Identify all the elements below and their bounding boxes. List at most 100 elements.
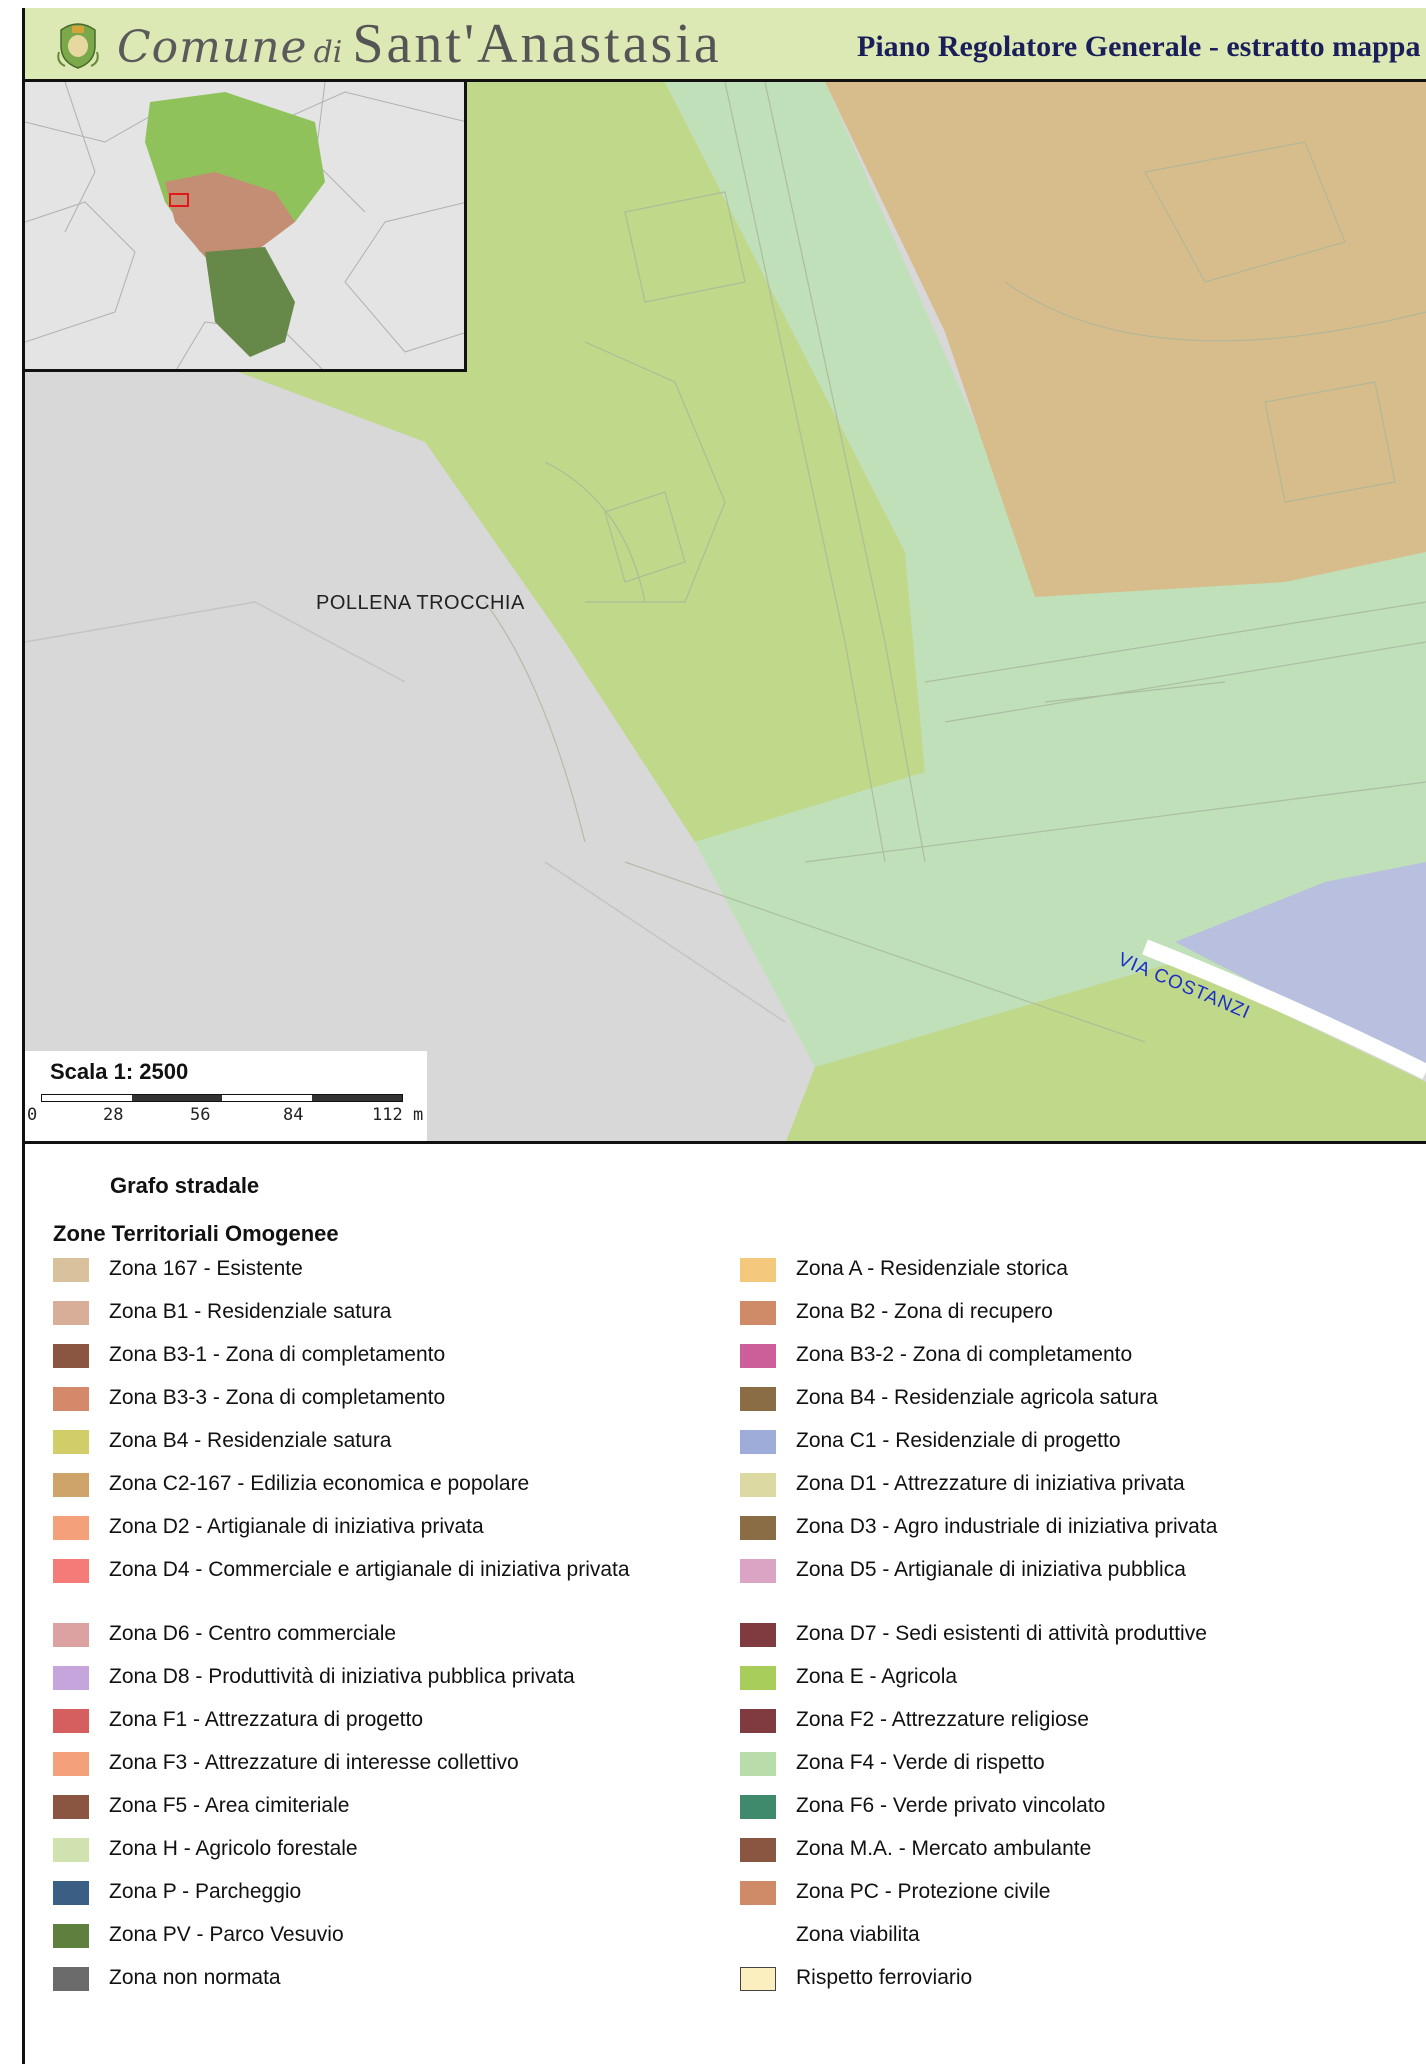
overview-inset-map[interactable] xyxy=(25,82,467,372)
page-frame xyxy=(22,8,1424,2064)
legend-item: Zona H - Agricolo forestale xyxy=(53,1833,713,1876)
legend-item: Zona B3-2 - Zona di completamento xyxy=(740,1339,1400,1382)
legend-item: Zona D5 - Artigianale di iniziativa pubb… xyxy=(740,1554,1400,1618)
legend-swatch xyxy=(53,1430,89,1454)
legend-item: Zona non normata xyxy=(53,1962,713,2005)
legend-swatch xyxy=(53,1967,89,1991)
legend-item: Zona D6 - Centro commerciale xyxy=(53,1618,713,1661)
legend-item: Zona F2 - Attrezzature religiose xyxy=(740,1704,1400,1747)
legend-item: Zona F5 - Area cimiteriale xyxy=(53,1790,713,1833)
scale-tick: 56 xyxy=(190,1105,211,1125)
legend-swatch xyxy=(53,1838,89,1862)
legend-label: Zona F3 - Attrezzature di interesse coll… xyxy=(109,1751,519,1774)
legend-label: Zona F2 - Attrezzature religiose xyxy=(796,1708,1089,1731)
legend-label: Zona F5 - Area cimiteriale xyxy=(109,1794,350,1817)
legend-swatch xyxy=(740,1301,776,1325)
scale-title: Scala 1: 2500 xyxy=(50,1059,189,1084)
legend-swatch xyxy=(53,1258,89,1282)
legend-item: Zona B3-1 - Zona di completamento xyxy=(53,1339,713,1382)
plan-title: Piano Regolatore Generale - estratto map… xyxy=(857,30,1421,63)
legend-label: Zona 167 - Esistente xyxy=(109,1257,303,1280)
legend-label: Zona D6 - Centro commerciale xyxy=(109,1622,397,1645)
legend-zone-title: Zone Territoriali Omogenee xyxy=(53,1221,339,1246)
legend-label: Zona B3-1 - Zona di completamento xyxy=(109,1343,446,1366)
inset-current-extent xyxy=(169,193,189,207)
legend-item: Zona F6 - Verde privato vincolato xyxy=(740,1790,1400,1833)
place-label: POLLENA TROCCHIA xyxy=(316,592,525,614)
legend-label: Zona H - Agricolo forestale xyxy=(109,1837,358,1860)
legend-grafo-title: Grafo stradale xyxy=(110,1173,260,1198)
legend-item: Zona B1 - Residenziale satura xyxy=(53,1296,713,1339)
scale-tick: 28 xyxy=(103,1105,124,1125)
legend-swatch xyxy=(740,1623,776,1647)
legend-item: Zona C2-167 - Edilizia economica e popol… xyxy=(53,1468,713,1511)
legend-label: Zona D4 - Commerciale e artigianale di i… xyxy=(109,1558,630,1581)
legend-label: Zona A - Residenziale storica xyxy=(796,1257,1068,1280)
legend-swatch xyxy=(740,1344,776,1368)
legend-swatch xyxy=(740,1838,776,1862)
legend-label: Zona D2 - Artigianale di iniziativa priv… xyxy=(109,1515,484,1538)
legend-swatch xyxy=(53,1924,89,1948)
town-name: Sant'Anastasia xyxy=(352,13,722,75)
parcel-lines xyxy=(484,82,1426,1043)
legend-swatch xyxy=(740,1516,776,1540)
legend-label: Zona E - Agricola xyxy=(796,1665,958,1688)
legend-label: Zona B1 - Residenziale satura xyxy=(109,1300,392,1323)
legend-swatch xyxy=(740,1967,776,1991)
legend-swatch xyxy=(53,1473,89,1497)
legend-swatch xyxy=(740,1924,776,1948)
legend-label: Zona P - Parcheggio xyxy=(109,1880,302,1903)
legend-item: Zona B4 - Residenziale satura xyxy=(53,1425,713,1468)
legend-swatch xyxy=(740,1258,776,1282)
legend-swatch xyxy=(740,1666,776,1690)
legend-swatch xyxy=(53,1795,89,1819)
legend-item: Zona A - Residenziale storica xyxy=(740,1253,1400,1296)
legend-item: Zona PC - Protezione civile xyxy=(740,1876,1400,1919)
legend-item: Zona D1 - Attrezzature di iniziativa pri… xyxy=(740,1468,1400,1511)
legend-item: Zona E - Agricola xyxy=(740,1661,1400,1704)
di-word: di xyxy=(313,35,343,70)
scale-bar xyxy=(41,1094,403,1102)
legend-item: Zona F3 - Attrezzature di interesse coll… xyxy=(53,1747,713,1790)
legend-label: Zona B4 - Residenziale agricola satura xyxy=(796,1386,1158,1409)
inset-municipality-south xyxy=(205,247,295,357)
legend-item: Zona D7 - Sedi esistenti di attività pro… xyxy=(740,1618,1400,1661)
legend-label: Zona F1 - Attrezzatura di progetto xyxy=(109,1708,423,1731)
legend-label: Zona B3-3 - Zona di completamento xyxy=(109,1386,446,1409)
legend-item: Zona P - Parcheggio xyxy=(53,1876,713,1919)
legend-item: Zona viabilita xyxy=(740,1919,1400,1962)
legend-item: Zona 167 - Esistente xyxy=(53,1253,713,1296)
legend-swatch xyxy=(740,1795,776,1819)
legend-swatch xyxy=(53,1709,89,1733)
comune-word: Comune xyxy=(117,22,308,73)
overview-inset-canvas xyxy=(25,82,464,369)
legend-item: Rispetto ferroviario xyxy=(740,1962,1400,2005)
legend: Grafo stradale Zone Territoriali Omogene… xyxy=(25,1147,1426,2064)
legend-swatch xyxy=(740,1881,776,1905)
legend-label: Zona D7 - Sedi esistenti di attività pro… xyxy=(796,1622,1207,1645)
zone-c1-blue xyxy=(1175,862,1426,1072)
legend-label: Zona B2 - Zona di recupero xyxy=(796,1300,1053,1323)
legend-label: Rispetto ferroviario xyxy=(796,1966,973,1989)
legend-item: Zona D4 - Commerciale e artigianale di i… xyxy=(53,1554,713,1618)
legend-item: Zona D3 - Agro industriale di iniziativa… xyxy=(740,1511,1400,1554)
legend-swatch xyxy=(53,1516,89,1540)
legend-swatch xyxy=(740,1709,776,1733)
legend-item: Zona C1 - Residenziale di progetto xyxy=(740,1425,1400,1468)
legend-item: Zona B4 - Residenziale agricola satura xyxy=(740,1382,1400,1425)
legend-label: Zona F4 - Verde di rispetto xyxy=(796,1751,1045,1774)
legend-swatch xyxy=(740,1473,776,1497)
legend-swatch xyxy=(740,1752,776,1776)
map-view[interactable]: POLLENA TROCCHIA VIA COSTANZI Scala 1: 2… xyxy=(25,82,1426,1144)
legend-swatch xyxy=(53,1666,89,1690)
scale-tick: 112 m xyxy=(372,1105,424,1125)
legend-item: Zona D8 - Produttività di iniziativa pub… xyxy=(53,1661,713,1704)
legend-swatch xyxy=(53,1559,89,1583)
legend-item: Zona PV - Parco Vesuvio xyxy=(53,1919,713,1962)
legend-swatch xyxy=(53,1301,89,1325)
inset-urban-area xyxy=(165,172,295,257)
zone-b4-brown xyxy=(825,82,1426,597)
zone-f4-verde xyxy=(665,82,1426,1067)
